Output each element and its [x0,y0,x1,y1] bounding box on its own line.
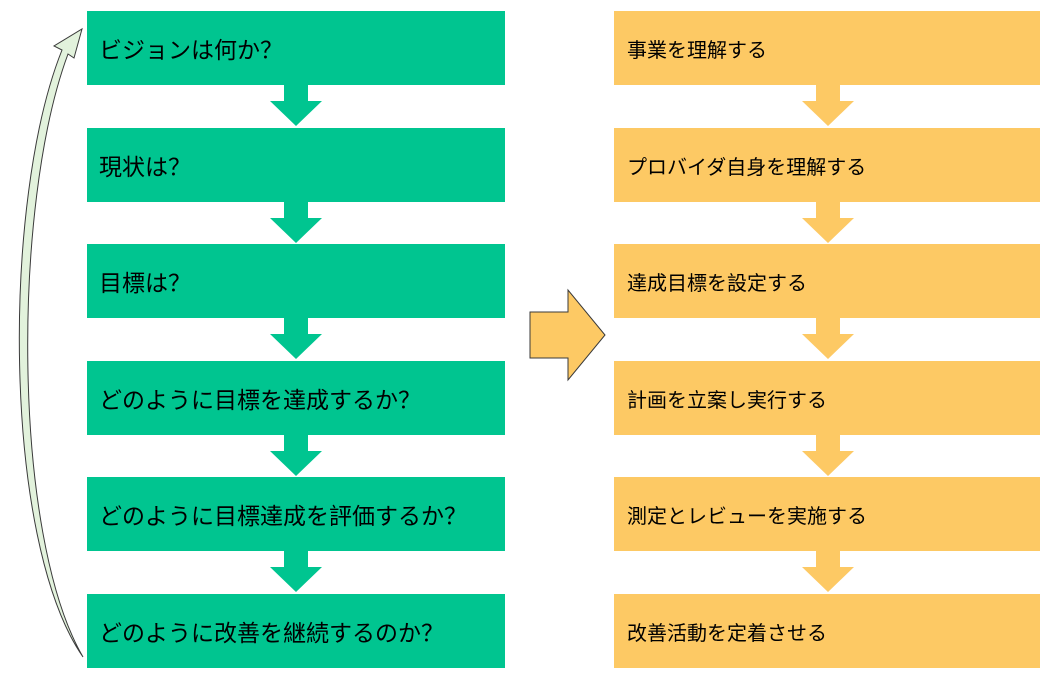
yellow-down-arrow-2 [802,202,854,243]
right-step-measure-review: 測定とレビューを実施する [614,477,1040,551]
right-step-label: 達成目標を設定する [627,270,807,295]
yellow-down-arrow-1 [802,85,854,126]
right-step-embed-improvement: 改善活動を定着させる [614,594,1040,668]
left-step-how-improve: どのように改善を継続するのか？ [87,594,505,668]
right-step-label: 計画を立案し実行する [627,387,827,412]
left-step-vision: ビジョンは何か？ [87,11,505,85]
right-step-plan-execute: 計画を立案し実行する [614,361,1040,435]
green-down-arrow-2 [270,202,322,243]
left-step-label: 現状は？ [99,155,191,181]
right-step-label: 改善活動を定着させる [627,620,827,645]
big-right-arrow [529,288,606,382]
right-step-understand-provider: プロバイダ自身を理解する [614,128,1040,202]
right-step-label: 測定とレビューを実施する [627,503,867,528]
yellow-down-arrow-4 [802,435,854,476]
left-step-how-evaluate: どのように目標達成を評価するか？ [87,477,505,551]
left-step-goal: 目標は？ [87,244,505,318]
green-down-arrow-3 [270,318,322,359]
right-step-understand-business: 事業を理解する [614,11,1040,85]
left-step-label: どのように改善を継続するのか？ [99,621,444,647]
left-step-label: どのように目標達成を評価するか？ [99,504,467,530]
loop-back-arrow [18,27,84,658]
green-down-arrow-4 [270,435,322,476]
left-step-how-achieve: どのように目標を達成するか？ [87,361,505,435]
right-step-label: 事業を理解する [627,37,767,62]
left-step-label: 目標は？ [99,271,191,297]
right-step-label: プロバイダ自身を理解する [627,154,867,179]
yellow-down-arrow-5 [802,551,854,592]
green-down-arrow-5 [270,551,322,592]
left-step-current-state: 現状は？ [87,128,505,202]
left-step-label: ビジョンは何か？ [99,38,283,64]
green-down-arrow-1 [270,85,322,126]
left-step-label: どのように目標を達成するか？ [99,388,421,414]
yellow-down-arrow-3 [802,318,854,359]
right-step-set-targets: 達成目標を設定する [614,244,1040,318]
